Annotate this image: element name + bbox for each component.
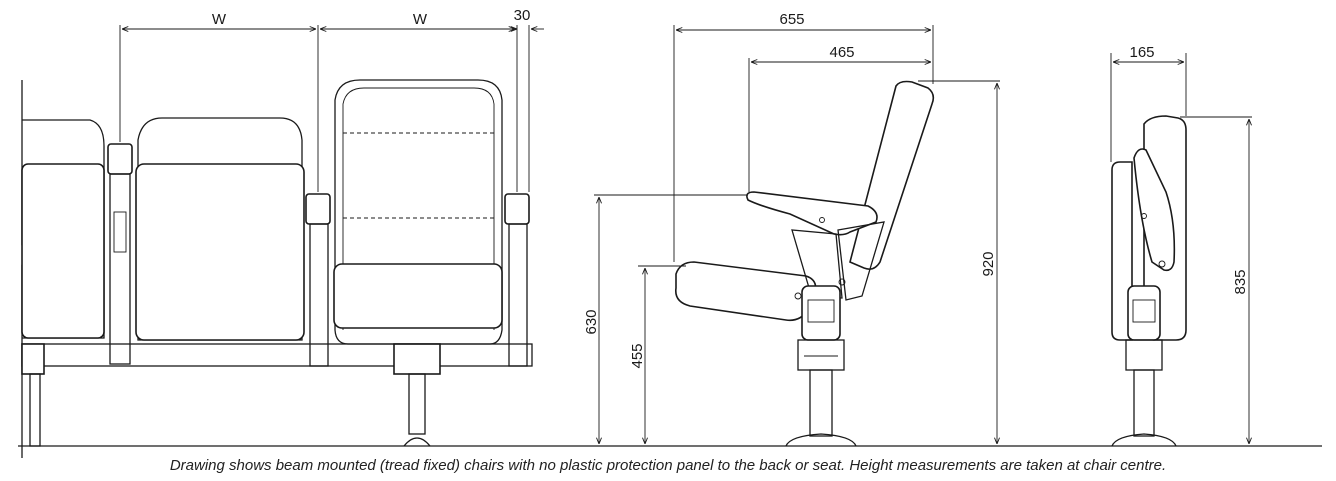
side-pedestal-panel: [807, 299, 835, 323]
side-leg: [809, 369, 833, 437]
dim-label-465: 465: [829, 44, 854, 61]
side-seat: [674, 261, 817, 322]
dim-label-835: 835: [1232, 269, 1249, 294]
chair-3-folded-seat: [333, 263, 503, 329]
dim-label-w2: W: [413, 11, 428, 28]
pivot-icon: [838, 278, 846, 286]
leg-center: [408, 373, 426, 435]
beam: [21, 343, 533, 367]
armrest-1-detail: [113, 211, 127, 253]
side-back-bracket: [837, 221, 885, 301]
armrest-2-post: [309, 223, 329, 367]
dim-label-165: 165: [1129, 44, 1154, 61]
armrest-1-post: [109, 173, 131, 365]
armrest-3-post: [508, 223, 528, 367]
folded-view: 165 835: [1110, 44, 1252, 447]
folded-mount: [1125, 339, 1163, 371]
leg-foot: [403, 437, 431, 447]
dim-label-30: 30: [514, 7, 531, 24]
armrest-1-top: [107, 143, 133, 175]
chair-1-seat: [21, 163, 105, 339]
chair-3-back-inner: [342, 87, 495, 330]
dim-label-w1: W: [212, 11, 227, 28]
chair-1-back: [22, 119, 105, 339]
side-backrest: [849, 80, 935, 270]
side-arm-bracket: [791, 229, 843, 299]
folded-pedestal-panel: [1132, 299, 1156, 323]
side-foot: [785, 433, 857, 447]
side-mount: [797, 339, 845, 371]
chair-2-back: [137, 117, 303, 341]
leg-left: [29, 373, 41, 447]
pivot-icon: [819, 217, 825, 223]
leg-bracket-left: [21, 343, 45, 375]
caption: Drawing shows beam mounted (tread fixed)…: [169, 457, 1167, 474]
armrest-3-top: [504, 193, 530, 225]
folded-leg: [1133, 369, 1155, 437]
chair-2-seat: [135, 163, 305, 341]
side-view: 655 465 630 455 920: [583, 11, 1000, 447]
folded-seat: [1133, 148, 1176, 272]
pivot-icon: [794, 292, 802, 300]
pivot-icon: [1141, 213, 1147, 219]
dim-label-455: 455: [629, 343, 646, 368]
leg-bracket-center: [393, 343, 441, 375]
folded-foot: [1111, 433, 1177, 447]
chair-3-back: [334, 79, 503, 345]
dim-label-655: 655: [779, 11, 804, 28]
dim-label-920: 920: [980, 251, 997, 276]
side-armrest: [746, 191, 878, 236]
armrest-2-top: [305, 193, 331, 225]
pivot-icon: [1158, 260, 1166, 268]
dim-label-630: 630: [583, 309, 600, 334]
front-view: W W 30: [21, 7, 544, 458]
